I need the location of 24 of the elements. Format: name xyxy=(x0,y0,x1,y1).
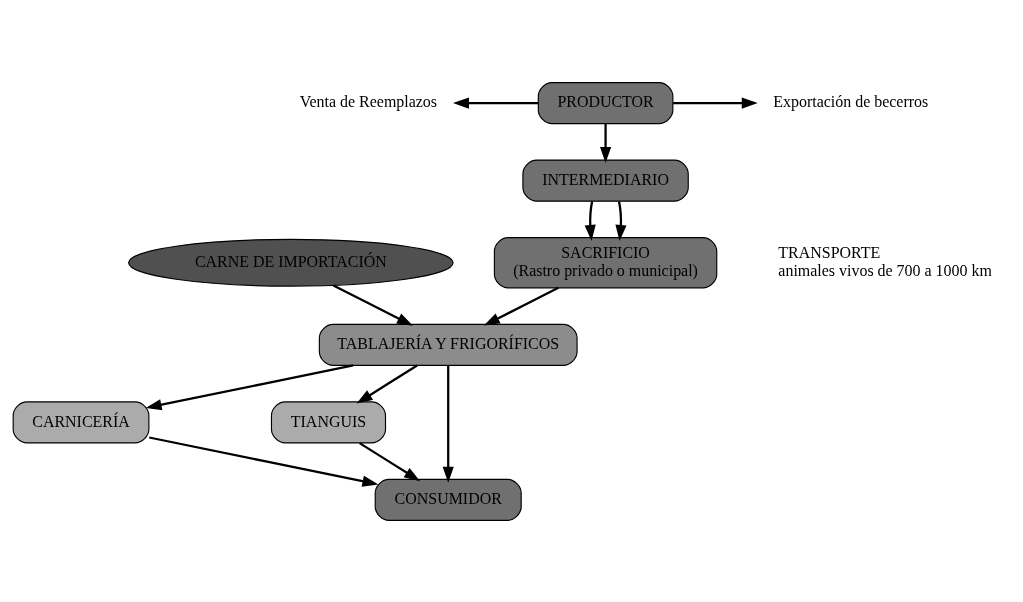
node-text: Venta de Reemplazos xyxy=(299,92,438,110)
node-box: PRODUCTOR xyxy=(537,81,674,124)
arrow xyxy=(673,97,758,109)
label: TRANSPORTE xyxy=(778,243,881,261)
node-ellipse: CARNE DE IMPORTACIÓN xyxy=(128,238,454,287)
label: animales vivos de 700 a 1000 km xyxy=(778,261,992,278)
node-text: Exportación de becerros xyxy=(773,92,929,110)
arrow xyxy=(442,365,454,483)
node-box: CONSUMIDOR xyxy=(374,478,522,521)
node-box: TIANGUIS xyxy=(270,400,387,443)
arrow xyxy=(615,200,627,241)
arrow xyxy=(599,123,612,163)
node-box: TABLAJERÍA Y FRIGORÍFICOS xyxy=(318,323,578,366)
arrow xyxy=(149,435,379,487)
arrow xyxy=(145,363,354,410)
node-box: INTERMEDIARIO xyxy=(522,159,689,202)
arrow xyxy=(483,286,559,326)
arrow xyxy=(452,97,539,109)
arrow xyxy=(332,283,413,326)
arrow xyxy=(356,364,418,404)
node-box: CARNICERÍA xyxy=(12,400,150,443)
arrow xyxy=(359,441,421,481)
node-box: SACRIFICIO (Rastro privado o municipal) xyxy=(493,236,718,288)
arrow xyxy=(584,200,596,241)
